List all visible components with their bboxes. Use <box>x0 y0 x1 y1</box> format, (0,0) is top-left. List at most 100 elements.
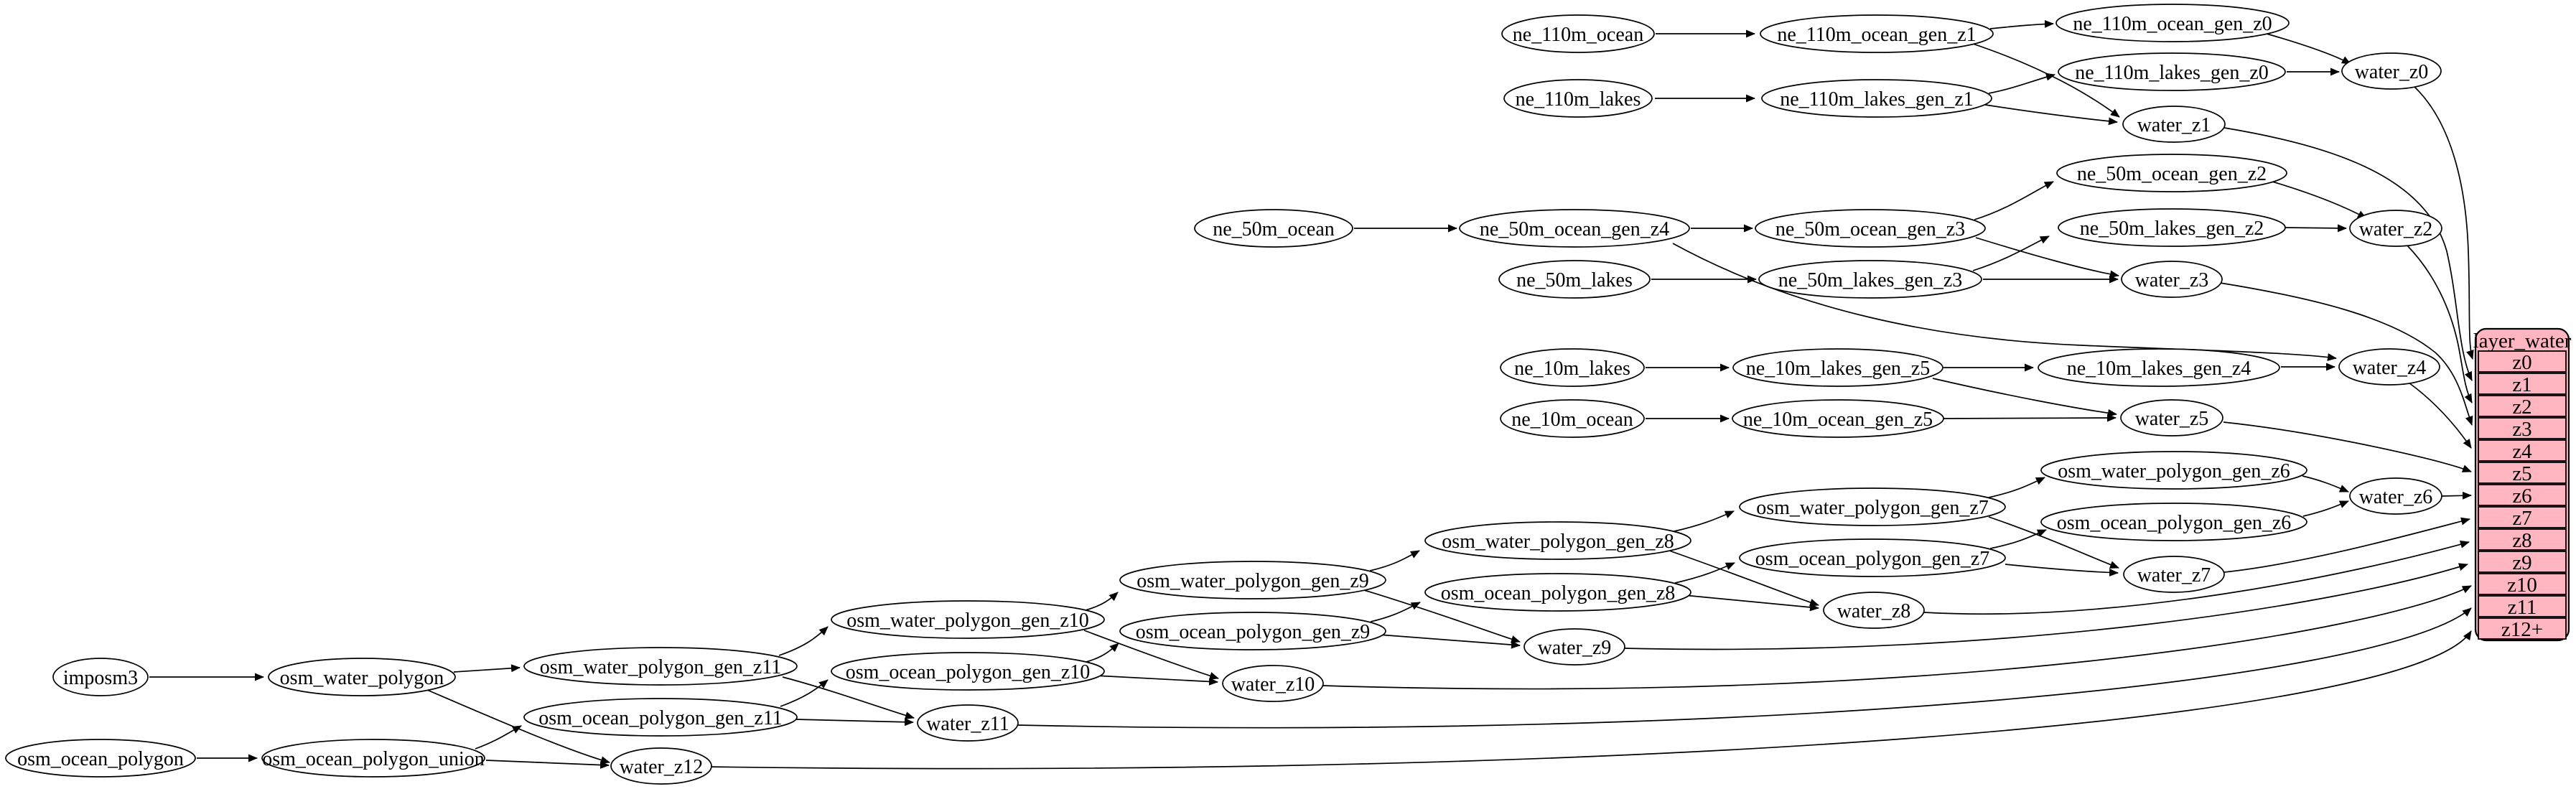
svg-text:water_z6: water_z6 <box>2359 486 2433 508</box>
svg-text:water_z1: water_z1 <box>2137 114 2211 136</box>
edge-osm_ocean_polygon_gen_z11-osm_ocean_polygon_gen_z10 <box>780 679 829 707</box>
node-osm_water_polygon_gen_z9: osm_water_polygon_gen_z9 <box>1119 561 1386 599</box>
node-osm_ocean_polygon_union: osm_ocean_polygon_union <box>261 739 485 778</box>
edge-ne_50m_ocean_gen_z3-ne_50m_ocean_gen_z2 <box>1974 181 2054 220</box>
svg-text:ne_50m_lakes: ne_50m_lakes <box>1516 269 1633 291</box>
node-water_z11: water_z11 <box>917 704 1019 742</box>
node-water_z2: water_z2 <box>2349 210 2442 247</box>
edge-osm_ocean_polygon_gen_z9-water_z9 <box>1378 634 1521 649</box>
svg-text:water_z5: water_z5 <box>2135 408 2209 430</box>
node-imposm3: imposm3 <box>52 658 149 696</box>
svg-text:z1: z1 <box>2512 373 2531 396</box>
svg-text:osm_ocean_polygon_gen_z6: osm_ocean_polygon_gen_z6 <box>2057 512 2292 534</box>
node-osm_water_polygon: osm_water_polygon <box>268 658 456 696</box>
svg-text:imposm3: imposm3 <box>63 667 138 689</box>
node-water_z6: water_z6 <box>2349 477 2442 515</box>
edge-water_z9-z9 <box>1624 563 2468 650</box>
node-ne_110m_lakes_gen_z0: ne_110m_lakes_gen_z0 <box>2058 52 2286 91</box>
svg-text:ne_110m_lakes_gen_z0: ne_110m_lakes_gen_z0 <box>2075 62 2269 84</box>
table-row-z3 <box>2478 417 2567 439</box>
svg-text:water_z9: water_z9 <box>1538 637 1612 659</box>
svg-text:ne_10m_lakes_gen_z5: ne_10m_lakes_gen_z5 <box>1746 358 1931 380</box>
node-water_z12: water_z12 <box>610 747 712 785</box>
node-water_z7: water_z7 <box>2123 556 2225 593</box>
table-row-z2 <box>2478 395 2567 417</box>
svg-text:z3: z3 <box>2512 418 2531 441</box>
svg-text:ne_10m_lakes_gen_z4: ne_10m_lakes_gen_z4 <box>2067 358 2251 380</box>
svg-text:osm_water_polygon_gen_z10: osm_water_polygon_gen_z10 <box>846 610 1089 632</box>
node-osm_ocean_polygon_gen_z9: osm_ocean_polygon_gen_z9 <box>1119 612 1386 650</box>
edge-water_z5-z5 <box>2223 421 2472 472</box>
edge-water_z8-z8 <box>1923 540 2470 615</box>
node-osm_water_polygon_gen_z7: osm_water_polygon_gen_z7 <box>1739 487 2006 526</box>
edge-osm_ocean_polygon_gen_z8-water_z8 <box>1683 594 1819 612</box>
svg-text:ne_10m_ocean: ne_10m_ocean <box>1511 408 1633 431</box>
node-water_z5: water_z5 <box>2120 399 2223 436</box>
svg-text:z12+: z12+ <box>2501 618 2543 641</box>
node-osm_ocean_polygon: osm_ocean_polygon <box>5 739 196 778</box>
svg-text:osm_water_polygon_gen_z8: osm_water_polygon_gen_z8 <box>1442 531 1674 553</box>
svg-text:z4: z4 <box>2512 440 2532 463</box>
svg-text:water_z8: water_z8 <box>1837 600 1911 622</box>
edge-osm_ocean_polygon_gen_z7-water_z7 <box>2005 564 2119 576</box>
svg-text:z11: z11 <box>2508 596 2537 619</box>
svg-text:ne_50m_ocean_gen_z4: ne_50m_ocean_gen_z4 <box>1480 218 1669 241</box>
node-osm_ocean_polygon_gen_z11: osm_ocean_polygon_gen_z11 <box>523 698 798 737</box>
node-osm_water_polygon_gen_z10: osm_water_polygon_gen_z10 <box>831 600 1105 639</box>
svg-text:osm_ocean_polygon: osm_ocean_polygon <box>17 748 184 770</box>
table-row-z11 <box>2478 595 2567 617</box>
edge-osm_water_polygon_gen_z7-water_z7 <box>1988 516 2119 569</box>
node-ne_10m_lakes_gen_z4: ne_10m_lakes_gen_z4 <box>2038 348 2280 387</box>
node-ne_110m_lakes_gen_z1: ne_110m_lakes_gen_z1 <box>1761 79 1992 118</box>
edge-osm_ocean_polygon_union-water_z12 <box>485 760 610 770</box>
table-row-z10 <box>2478 573 2567 595</box>
nodes: ne_110m_ocean ne_110m_ocean_gen_z1 ne_11… <box>5 4 2442 785</box>
table-row-z0 <box>2478 350 2567 373</box>
edge-osm_water_polygon_gen_z7-osm_water_polygon_gen_z6 <box>1988 477 2045 498</box>
node-ne_110m_ocean: ne_110m_ocean <box>1501 14 1655 53</box>
edge-osm_ocean_polygon_gen_z7-osm_ocean_polygon_gen_z6 <box>1989 529 2047 549</box>
edge-water_z3-z3 <box>2219 282 2473 426</box>
edge-water_z7-z7 <box>2223 517 2470 573</box>
svg-text:water_z7: water_z7 <box>2137 564 2211 587</box>
edge-ne_50m_ocean_gen_z4-water_z4 <box>1672 243 2337 361</box>
edge-osm_water_polygon_gen_z11-water_z11 <box>782 676 915 719</box>
layer-water-table: layer_water z0 z1 z2 z3 z4 z5 z6 z7 z8 z… <box>2473 327 2572 642</box>
edge-osm_ocean_polygon_gen_z6-water_z6 <box>2302 500 2349 517</box>
edge-osm_ocean_polygon_gen_z10-water_z10 <box>1094 675 1218 686</box>
edge-water_z10-z10 <box>1322 585 2472 690</box>
node-ne_50m_ocean_gen_z4: ne_50m_ocean_gen_z4 <box>1459 209 1690 248</box>
edge-ne_110m_ocean_gen_z1-ne_110m_ocean_gen_z0 <box>1989 19 2054 29</box>
svg-text:osm_water_polygon: osm_water_polygon <box>280 667 444 689</box>
node-water_z9: water_z9 <box>1523 628 1625 666</box>
node-osm_ocean_polygon_gen_z6: osm_ocean_polygon_gen_z6 <box>2040 503 2307 541</box>
svg-text:ne_50m_ocean_gen_z3: ne_50m_ocean_gen_z3 <box>1775 218 1965 241</box>
svg-text:ne_50m_lakes_gen_z3: ne_50m_lakes_gen_z3 <box>1778 269 1963 291</box>
edge-water_z6-z6 <box>2441 491 2472 500</box>
edge-osm_water_polygon-osm_water_polygon_gen_z11 <box>453 664 521 673</box>
node-water_z8: water_z8 <box>1823 592 1925 629</box>
svg-text:ne_10m_lakes: ne_10m_lakes <box>1514 358 1630 380</box>
svg-text:z2: z2 <box>2512 396 2531 419</box>
table-row-z4 <box>2478 439 2567 462</box>
svg-text:water_z11: water_z11 <box>926 713 1009 735</box>
svg-text:ne_110m_ocean_gen_z0: ne_110m_ocean_gen_z0 <box>2073 13 2272 35</box>
table-row-z7 <box>2478 506 2567 528</box>
svg-text:z0: z0 <box>2512 351 2531 374</box>
node-ne_50m_lakes_gen_z3: ne_50m_lakes_gen_z3 <box>1758 260 1982 299</box>
node-ne_10m_lakes: ne_10m_lakes <box>1500 348 1645 387</box>
svg-text:ne_50m_lakes_gen_z2: ne_50m_lakes_gen_z2 <box>2080 218 2264 240</box>
svg-text:osm_water_polygon_gen_z9: osm_water_polygon_gen_z9 <box>1137 570 1369 592</box>
edge-ne_110m_lakes_gen_z1-ne_110m_lakes_gen_z0 <box>1988 73 2055 94</box>
svg-text:ne_50m_ocean: ne_50m_ocean <box>1213 218 1335 241</box>
table-row-z5 <box>2478 462 2567 484</box>
svg-text:water_z0: water_z0 <box>2355 61 2429 83</box>
node-ne_50m_lakes_gen_z2: ne_50m_lakes_gen_z2 <box>2058 208 2286 247</box>
edge-ne_110m_ocean_gen_z1-water_z1 <box>1970 42 2120 118</box>
edge-osm_water_polygon_gen_z11-osm_water_polygon_gen_z10 <box>778 626 829 656</box>
svg-text:z6: z6 <box>2512 485 2531 508</box>
node-osm_ocean_polygon_gen_z7: osm_ocean_polygon_gen_z7 <box>1739 538 2006 577</box>
svg-text:z9: z9 <box>2512 551 2531 574</box>
svg-text:osm_water_polygon_gen_z7: osm_water_polygon_gen_z7 <box>1756 497 1989 519</box>
node-osm_water_polygon_gen_z6: osm_water_polygon_gen_z6 <box>2040 451 2307 490</box>
